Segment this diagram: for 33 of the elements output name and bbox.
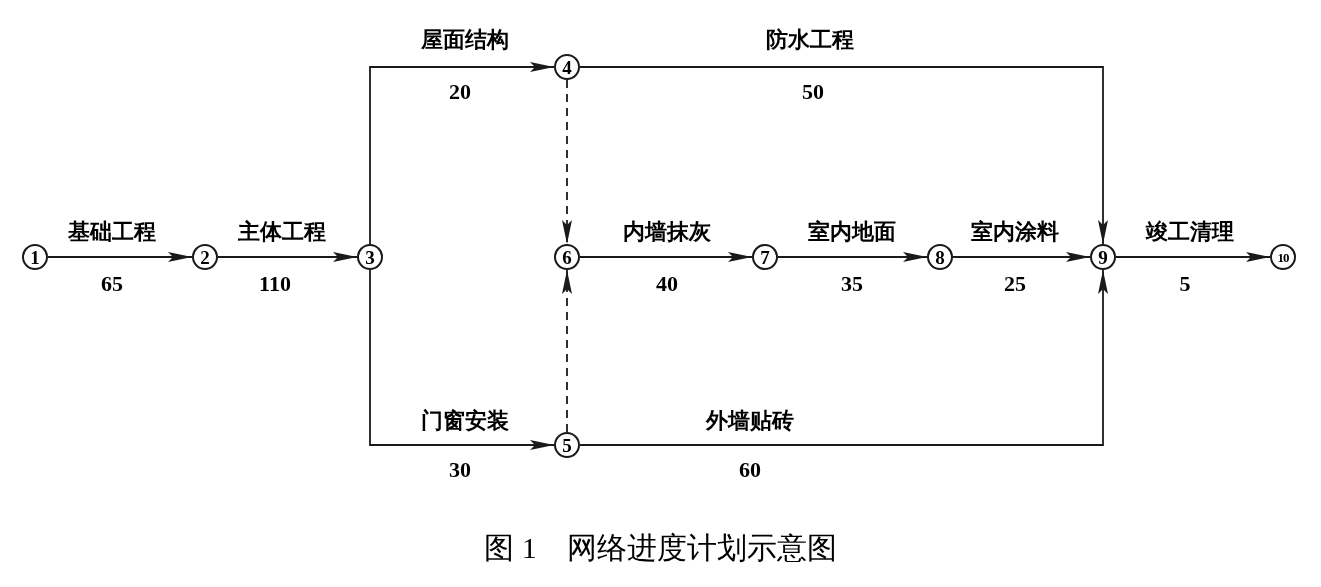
edge-label: 内墙抹灰: [621, 221, 713, 243]
arrow: [217, 252, 358, 262]
duration-label: 20: [449, 81, 471, 103]
arrow: [47, 252, 193, 262]
edge-label: 外墙贴砖: [704, 410, 796, 432]
duration-label: 50: [802, 81, 824, 103]
edge-label: 室内地面: [806, 221, 898, 243]
duration-label: 40: [656, 273, 678, 295]
edge-label: 室内涂料: [969, 221, 1061, 243]
arrow: [579, 269, 1108, 446]
arrow: [369, 62, 555, 245]
arrow: [579, 252, 753, 262]
duration-label: 30: [449, 459, 471, 481]
edge-label: 防水工程: [764, 29, 856, 51]
arrow: [952, 252, 1091, 262]
edge-label: 门窗安装: [419, 410, 511, 432]
arrow: [579, 66, 1108, 245]
arrow: [1115, 252, 1271, 262]
caption: 图 1 网络进度计划示意图: [484, 533, 837, 563]
arrow: [562, 269, 572, 433]
duration-label: 110: [259, 273, 291, 295]
duration-label: 5: [1179, 273, 1191, 295]
edge-label: 主体工程: [236, 221, 328, 243]
edge-label: 屋面结构: [419, 29, 511, 51]
edge-label: 基础工程: [66, 221, 158, 243]
duration-label: 60: [739, 459, 761, 481]
arrow: [562, 79, 572, 245]
arrow: [777, 252, 928, 262]
edge-label: 竣工清理: [1144, 221, 1236, 243]
duration-label: 25: [1004, 273, 1026, 295]
arrow: [369, 269, 555, 450]
duration-label: 35: [841, 273, 863, 295]
duration-label: 65: [101, 273, 123, 295]
